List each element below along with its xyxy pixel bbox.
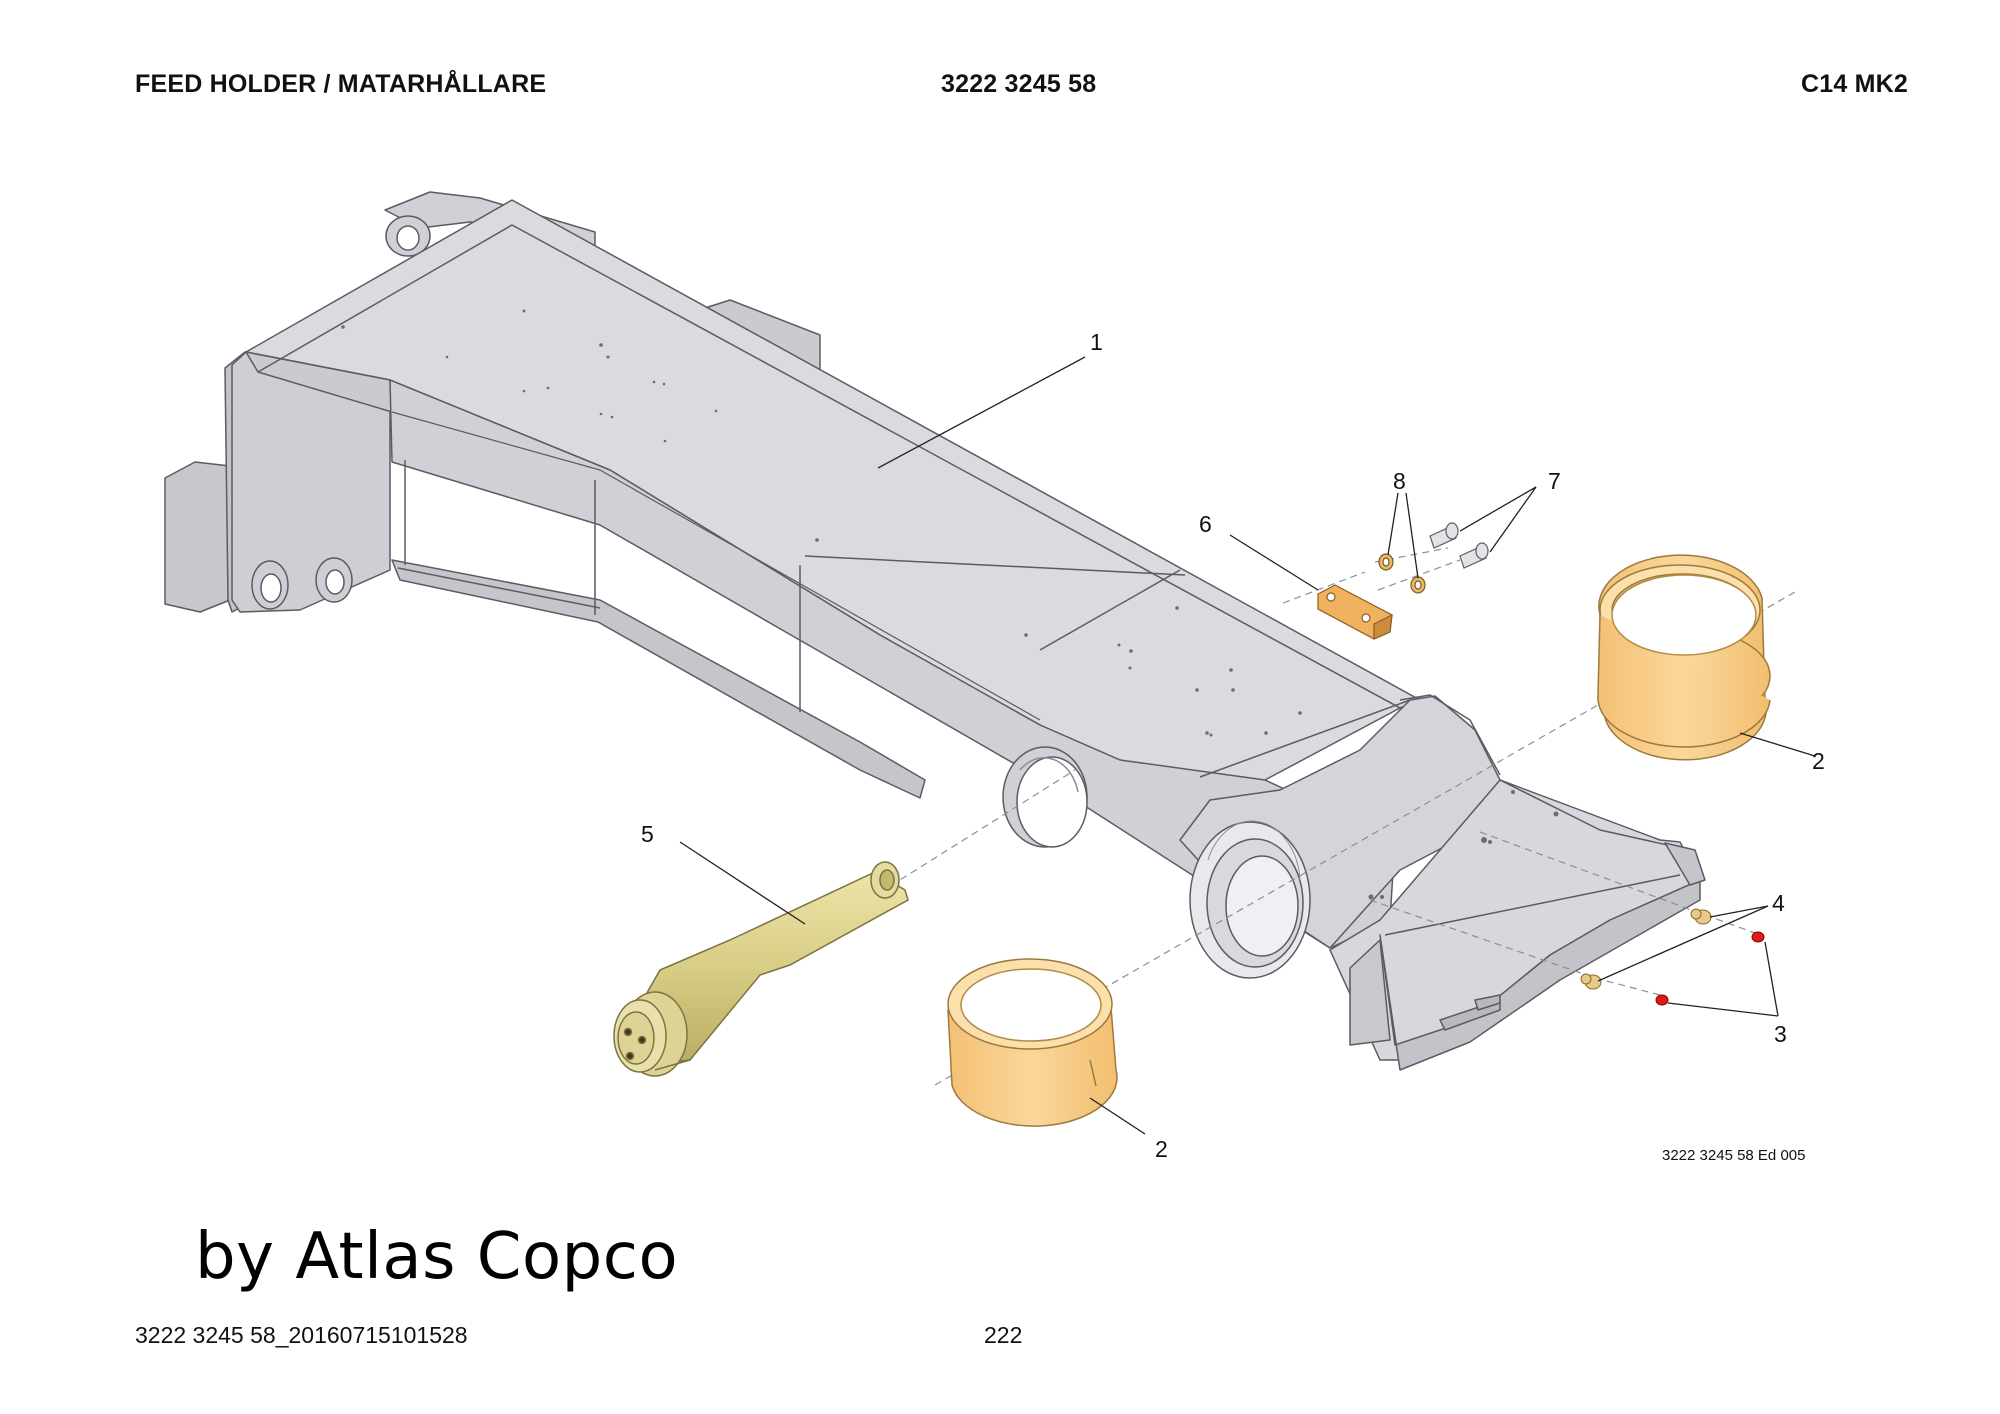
- page-number: 222: [984, 1322, 1023, 1348]
- model-name: C14 MK2: [1801, 70, 1908, 98]
- deck-holes: [341, 309, 1559, 900]
- callout-7: 7: [1548, 468, 1561, 494]
- bushing-upper: [1597, 554, 1771, 761]
- callout-2-lower: 2: [1155, 1136, 1168, 1162]
- page-title: FEED HOLDER / MATARHÅLLARE: [135, 70, 547, 98]
- callout-3: 3: [1774, 1021, 1787, 1047]
- plate: [1317, 584, 1393, 640]
- callout-8: 8: [1393, 468, 1406, 494]
- leader-lines: [679, 356, 1816, 1135]
- part-number: 3222 3245 58: [941, 70, 1097, 98]
- washers: [1378, 553, 1426, 594]
- feed-holder-body: [164, 191, 1706, 1071]
- callout-6: 6: [1199, 511, 1212, 537]
- callout-2-upper: 2: [1812, 748, 1825, 774]
- grease-nipples: [1580, 908, 1712, 990]
- screws: [1429, 522, 1489, 569]
- plugs: [1655, 931, 1765, 1006]
- callout-4: 4: [1772, 890, 1785, 916]
- watermark: by Atlas Copco: [195, 1220, 679, 1294]
- bushing-lower: [947, 958, 1118, 1127]
- callout-5: 5: [641, 821, 654, 847]
- edition-label: 3222 3245 58 Ed 005: [1662, 1147, 1805, 1164]
- pin: [613, 861, 909, 1077]
- callout-1: 1: [1090, 329, 1103, 355]
- document-id: 3222 3245 58_20160715101528: [135, 1322, 468, 1348]
